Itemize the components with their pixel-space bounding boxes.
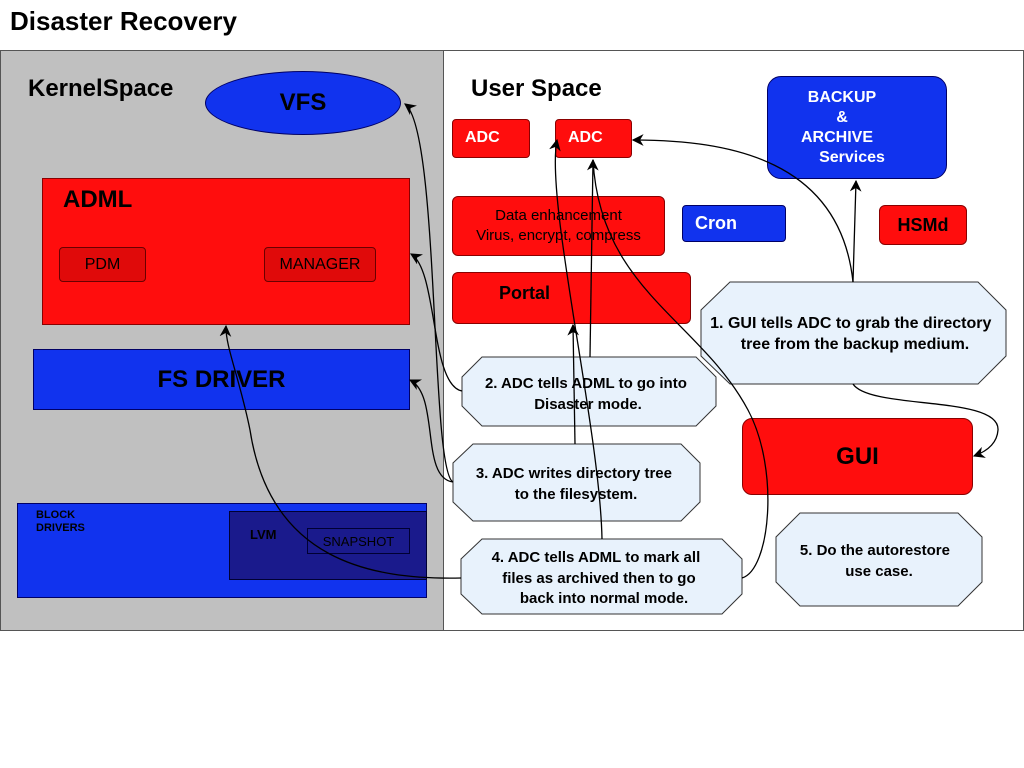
kernel-space-label: KernelSpace — [28, 75, 174, 102]
connector-step2-to-adml — [409, 253, 463, 392]
step-2-note — [461, 356, 717, 427]
data-enhancement-box: Data enhancement Virus, encrypt, compres… — [452, 196, 665, 256]
adml-label: ADML — [63, 186, 133, 213]
connector-step1-to-gui — [852, 383, 999, 458]
hsmd-box: HSMd — [879, 205, 967, 245]
pdm-label: PDM — [84, 255, 121, 273]
pdm-box: PDM — [59, 247, 146, 282]
adc-label-2: ADC — [568, 129, 603, 146]
connector-adc-to-step4 — [592, 159, 769, 579]
block-drivers-label: BLOCK DRIVERS — [36, 509, 85, 534]
adc-label-1: ADC — [465, 129, 500, 146]
connector-step1-to-adc — [631, 134, 854, 283]
adc-box-2: ADC — [555, 119, 632, 158]
manager-label: MANAGER — [279, 255, 361, 273]
cron-label: Cron — [695, 213, 737, 233]
step-1-note — [700, 281, 1007, 385]
step-3-note — [452, 443, 701, 522]
connector-step3-to-portal — [567, 323, 580, 445]
hsmd-label: HSMd — [897, 214, 949, 235]
gui-label: GUI — [836, 443, 879, 470]
step-5-text: 5. Do the autorestore use case. — [800, 542, 954, 580]
connector-step4-to-adml — [219, 324, 462, 579]
manager-box: MANAGER — [264, 247, 376, 282]
page-title: Disaster Recovery — [10, 6, 237, 36]
fs-driver-label: FS DRIVER — [157, 365, 286, 393]
connector-step3-to-fsdriver — [408, 379, 454, 483]
connector-step1-to-backup — [849, 179, 862, 283]
lvm-label: LVM — [250, 527, 277, 542]
step-4-text: 4. ADC tells ADML to mark all files as a… — [492, 549, 705, 607]
portal-label: Portal — [499, 283, 551, 303]
portal-box: Portal — [452, 272, 691, 324]
fs-driver-box: FS DRIVER — [33, 349, 410, 410]
connector-step2-to-adc2 — [586, 158, 599, 358]
backup-archive-box: BACKUP & ARCHIVE Services — [767, 76, 947, 179]
step-4-note — [460, 538, 743, 615]
vfs-node: VFS — [205, 71, 401, 135]
vfs-label: VFS — [279, 89, 327, 116]
step-5-note — [775, 512, 983, 607]
user-space-label: User Space — [471, 75, 602, 102]
step-2-text: 2. ADC tells ADML to go into Disaster mo… — [485, 375, 691, 413]
step-1-text: 1. GUI tells ADC to grab the directory t… — [710, 315, 996, 353]
connector-step4-to-adc2 — [549, 138, 603, 540]
gui-box: GUI — [742, 418, 973, 495]
snapshot-label: SNAPSHOT — [322, 533, 395, 549]
adc-box-1: ADC — [452, 119, 530, 158]
connector-step2-to-vfs — [404, 103, 454, 483]
step-3-text: 3. ADC writes directory tree to the file… — [476, 465, 676, 503]
snapshot-box: SNAPSHOT — [307, 528, 410, 554]
cron-box: Cron — [682, 205, 786, 242]
